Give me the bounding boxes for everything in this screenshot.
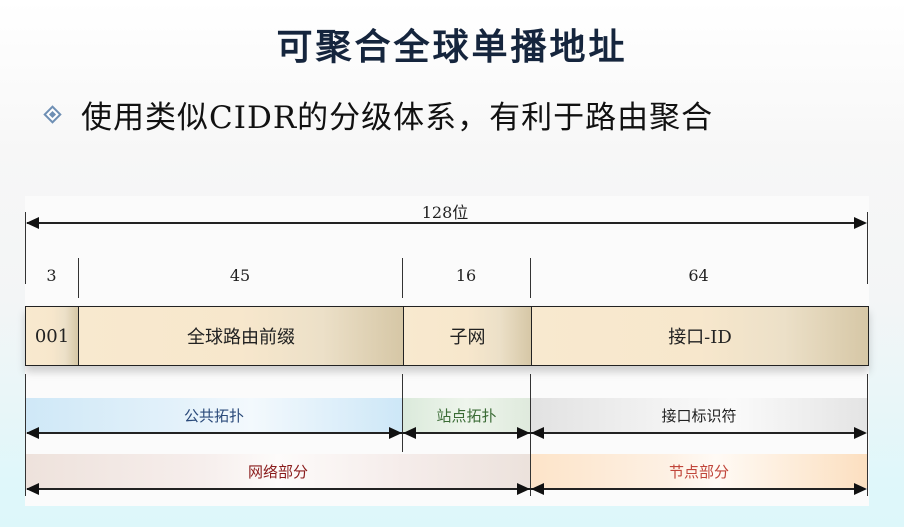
right-boundary-line — [867, 374, 868, 496]
address-fields-row: 001 全球路由前缀 子网 接口-ID — [25, 306, 869, 366]
arrow-left-icon — [26, 483, 39, 495]
arrow-left-icon — [531, 483, 544, 495]
site-topology-band: 站点拓扑 — [403, 398, 530, 432]
arrow-left-icon — [26, 217, 39, 229]
total-bits-label: 128位 — [421, 203, 469, 222]
interface-identifier-band: 接口标识符 — [531, 398, 867, 432]
divider-line — [402, 374, 403, 452]
divider-line — [78, 258, 79, 298]
bullet-text: 使用类似CIDR的分级体系，有利于路由聚合 — [81, 100, 714, 136]
field-prefix: 001 — [26, 307, 79, 365]
arrow-right-icon — [854, 217, 867, 229]
arrow-right-icon — [517, 483, 530, 495]
total-bits-arrow-line — [27, 222, 865, 224]
arrow-right-icon — [389, 427, 402, 439]
arrow-left-icon — [26, 427, 39, 439]
diamond-bullet-icon — [43, 105, 62, 124]
bit-width-global-routing: 45 — [229, 266, 251, 285]
right-boundary-line — [867, 212, 868, 284]
field-global-routing-prefix: 全球路由前缀 — [79, 307, 404, 365]
bullet-item: 使用类似CIDR的分级体系，有利于路由聚合 — [43, 92, 714, 137]
arrow-left-icon — [403, 427, 416, 439]
node-part-band: 节点部分 — [531, 454, 867, 488]
divider-line — [530, 258, 531, 298]
left-boundary-line — [25, 212, 26, 284]
arrow-left-icon — [531, 427, 544, 439]
field-interface-id: 接口-ID — [532, 307, 868, 365]
arrow-right-icon — [854, 427, 867, 439]
divider-line — [402, 258, 403, 298]
network-part-band: 网络部分 — [26, 454, 530, 488]
bit-width-subnet: 16 — [455, 266, 477, 285]
public-topology-band: 公共拓扑 — [26, 398, 402, 432]
bit-width-interface-id: 64 — [688, 266, 709, 285]
field-subnet: 子网 — [404, 307, 532, 365]
topology-arrow-line — [27, 432, 865, 434]
divider-line — [530, 374, 531, 496]
slide-title: 可聚合全球单播地址 — [276, 27, 628, 68]
bit-width-prefix: 3 — [46, 266, 57, 285]
part-arrow-line — [27, 488, 865, 490]
arrow-right-icon — [854, 483, 867, 495]
left-boundary-line — [25, 374, 26, 496]
arrow-right-icon — [517, 427, 530, 439]
ipv6-address-format-diagram: 128位 3 45 16 64 001 全球路由前缀 子网 接口-ID 公共拓扑… — [25, 196, 869, 506]
